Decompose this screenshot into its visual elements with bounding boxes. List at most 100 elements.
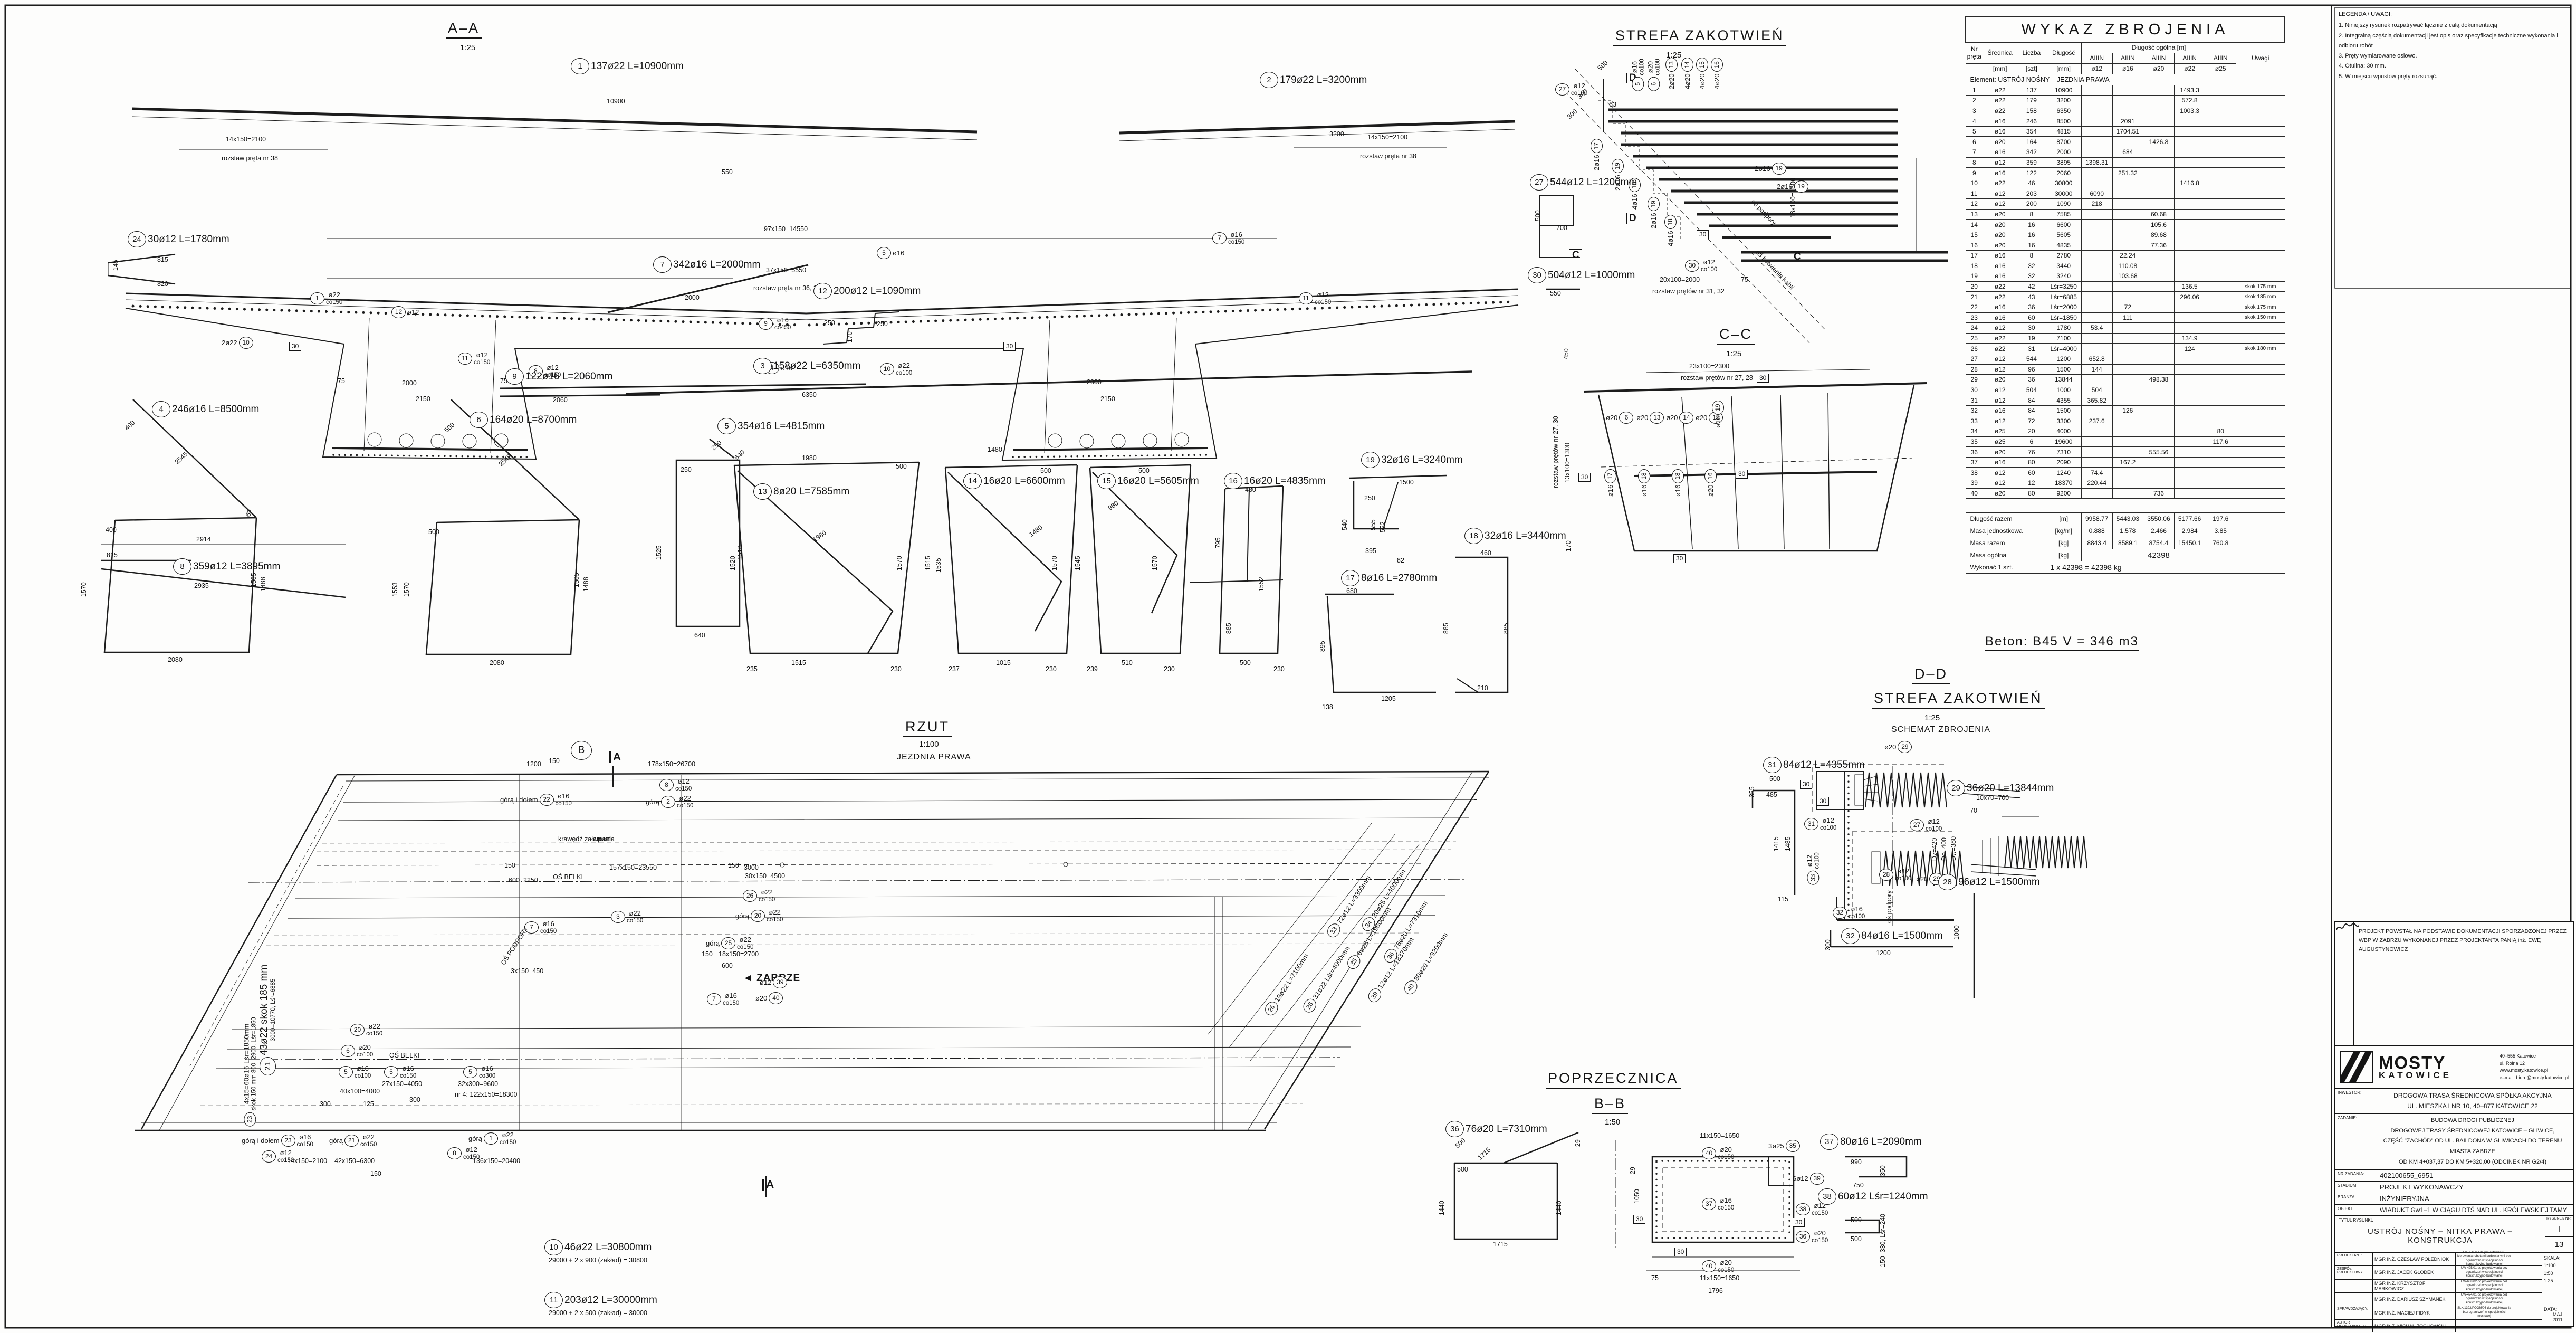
rysunek-label: RYSUNEK NR: <box>2546 1216 2572 1221</box>
annotation-text: 250 <box>681 466 692 473</box>
skala-cell: SKALA: 1:100 1:50 1:25 <box>2542 1253 2573 1305</box>
summary-v12: 9958.77 <box>2081 512 2113 526</box>
cell-d25 <box>2205 167 2237 178</box>
cell-d25 <box>2205 188 2237 199</box>
annotation: 1570 <box>80 582 88 597</box>
annotation: 30 <box>1736 470 1749 479</box>
bar-number-circle: 18 <box>1638 469 1650 483</box>
cell-nr: 22 <box>1965 301 1984 313</box>
annotation-text: ø22 co150 <box>759 889 775 903</box>
cell-d25 <box>2205 478 2237 489</box>
annotation-prefix: górą i dołem <box>500 795 538 804</box>
cell-uwagi <box>2236 415 2285 427</box>
cell-d12: 218 <box>2081 198 2113 210</box>
annotation-main: Do=400 <box>1940 837 1948 861</box>
person-row: ZESPÓŁ PROJEKTOWY: MGR INŻ. JACEK GŁODEK… <box>2335 923 2542 1280</box>
cell-d20 <box>2143 364 2175 375</box>
cell-d16 <box>2112 291 2144 302</box>
dia-12: ø12 <box>2081 63 2113 74</box>
bar-number-circle: 21 <box>260 1057 276 1075</box>
annotation-main: 230 <box>890 665 902 673</box>
bar-number-circle: 11 <box>544 1292 563 1308</box>
annotation-text: ø16 co150 <box>1718 1197 1734 1211</box>
annotation-main: 84ø16 L=1500mm <box>1861 930 1943 941</box>
annotation-main: 157x150=23550 <box>609 864 657 871</box>
cell-d22: 136.5 <box>2173 281 2206 292</box>
cell-liczba: 36 <box>2017 301 2046 313</box>
person-row: PROJEKTANT: MGR INŻ. CZESŁAW POŁEDNIOK U… <box>2335 923 2542 1266</box>
annotation-main: 1200 <box>1876 949 1891 957</box>
annotation: 30 ø12 co100 <box>1685 259 1717 273</box>
annotation-main: 170 <box>1564 540 1572 552</box>
cell-dlugosc: 18370 <box>2045 478 2082 489</box>
annotation-text: 1050 <box>1633 1189 1641 1204</box>
annotation-text: 990 <box>1851 1158 1862 1166</box>
annotation-text: 460 <box>1480 549 1491 557</box>
annotation-text: 80ø16 L=2090mm <box>1840 1136 1922 1147</box>
annotation-main: 500 <box>1851 1216 1862 1224</box>
view-aa-lines <box>101 107 1519 598</box>
masa-ogolna-label: Masa ogólna <box>1965 549 2046 562</box>
annotation-text: 178x150=26700 <box>648 760 695 768</box>
annotation-text: ø12 co100 <box>1571 82 1587 97</box>
annotation: 5 354ø16 L=4815mm <box>717 418 825 434</box>
annotation-text: 36ø20 L=13844mm <box>1967 783 2054 794</box>
annotation: 1205 <box>1381 695 1396 702</box>
cell-nr: 9 <box>1965 167 1984 178</box>
unit-szt: [szt] <box>2017 63 2046 74</box>
cell-d25 <box>2205 446 2237 458</box>
annotation-main: 16ø20 L=4835mm <box>1244 475 1326 487</box>
cell-nr: 10 <box>1965 177 1984 189</box>
cell-dlugosc: 30800 <box>2045 177 2082 189</box>
cell-srednica: ø22 <box>1983 105 2018 117</box>
table-row: 7 ø16 342 2000 684 <box>1965 147 2285 158</box>
annotation: rozstaw pręta nr 36, 37 <box>753 284 821 292</box>
summary-unit: [kg/m] <box>2045 525 2082 538</box>
annotation-text: 32ø16 L=3240mm <box>1381 454 1463 465</box>
annotation-text: 500 <box>1040 467 1051 474</box>
bar-number-circle: 29 <box>1947 780 1965 796</box>
annotation-text: ø12 co100 <box>1895 868 1911 882</box>
summary-label: Masa jednostkowa <box>1965 525 2046 538</box>
cell-d25 <box>2205 301 2237 313</box>
view-rzut-lines <box>135 766 1490 1197</box>
annotation-text: 1570 <box>403 582 410 597</box>
annotation: B <box>571 741 593 760</box>
summary-v22: 2.984 <box>2173 525 2206 538</box>
bar-number-circle: 19 <box>1712 400 1724 415</box>
annotation-text: 29 <box>1629 1167 1636 1174</box>
annotation-main: ø12 <box>280 1149 292 1157</box>
annotation-text: 500 <box>1457 1166 1468 1173</box>
annotation-text: 246ø16 L=8500mm <box>172 404 259 415</box>
data-month: MAJ <box>2553 1312 2562 1318</box>
cell-liczba: 544 <box>2017 353 2046 365</box>
annotation-main: 1415 <box>1772 836 1780 852</box>
cell-d16 <box>2112 322 2144 334</box>
annotation-main: 2150 <box>1100 395 1115 403</box>
cell-srednica: ø12 <box>1983 198 2018 210</box>
summary-label: Masa razem <box>1965 537 2046 550</box>
annotation-text: 1480 <box>988 446 1002 453</box>
annotation-text: OŚ BELKI <box>553 873 583 881</box>
annotation-text: ø20 co150 <box>1718 1146 1734 1160</box>
annotation-main: 540 <box>1340 519 1348 531</box>
annotation: 400 <box>106 526 117 534</box>
annotation-prefix: 4ø16 <box>1666 231 1674 246</box>
annotation: 510 <box>1122 659 1133 667</box>
annotation-text: ø12 co100 <box>1926 818 1942 832</box>
cell-d22 <box>2173 271 2206 282</box>
zadanie-label: ZADANIE: <box>2338 1115 2357 1120</box>
element-row: Element: USTRÓJ NOŚNY – JEZDNIA PRAWA <box>1965 73 2285 85</box>
annotation-text: 145 <box>112 260 119 271</box>
annotation: 6 ø20 co100 <box>1646 59 1661 91</box>
table-row: 5 ø16 354 4815 1704.51 <box>1965 126 2285 137</box>
annotation-sub: co150 <box>296 1141 313 1148</box>
annotation: 9 ø16 co450 <box>759 317 791 331</box>
cell-d12 <box>2081 291 2113 302</box>
cell-dlugosc: 1200 <box>2045 353 2082 365</box>
cell-uwagi <box>2236 364 2285 375</box>
annotation-main: 815 <box>157 256 168 263</box>
annotation-text: 250 <box>1364 494 1375 502</box>
cell-d25 <box>2205 332 2237 344</box>
annotation-prefix: 2ø16 <box>1777 182 1793 191</box>
